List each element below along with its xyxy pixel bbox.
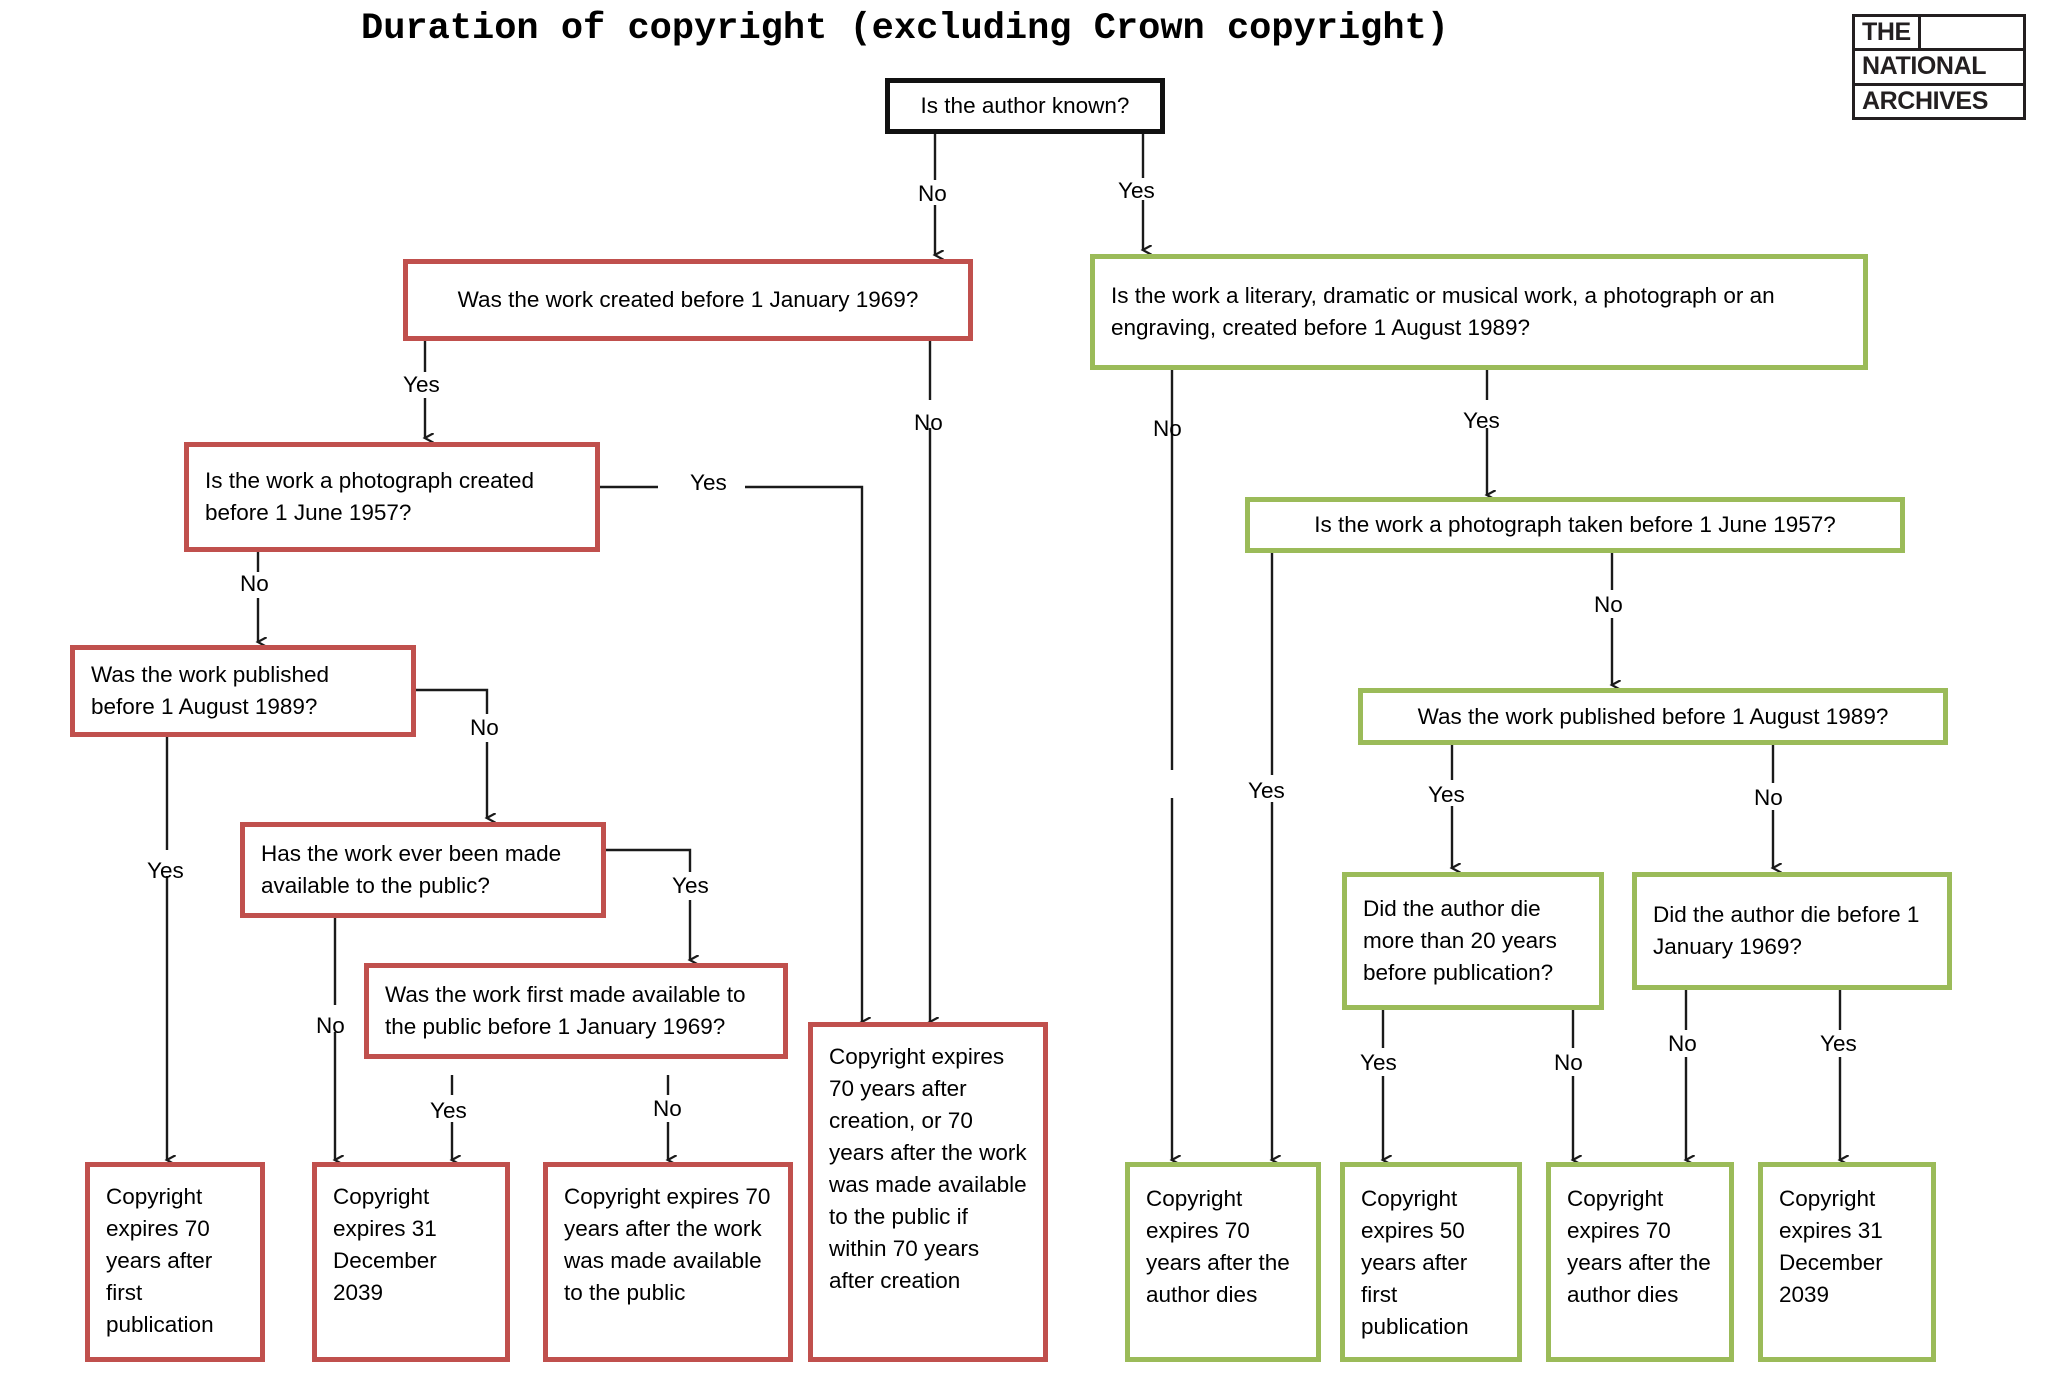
node-label: Did the author die before 1 January 1969… — [1653, 902, 1920, 959]
edge-label-gdie1969-no: No — [1668, 1031, 1697, 1056]
node-label: Copyright expires 50 years after first p… — [1361, 1186, 1469, 1339]
edge-label-everpublic-yes: Yes — [672, 873, 709, 898]
node-label: Copyright expires 70 years after the aut… — [1146, 1186, 1290, 1307]
node-label: Copyright expires 70 years after creatio… — [829, 1044, 1027, 1293]
node-label: Copyright expires 31 December 2039 — [333, 1184, 437, 1305]
node-label: Is the author known? — [920, 93, 1130, 119]
edge-label-gpublished-no: No — [1754, 785, 1783, 810]
node-label: Was the work published before 1 August 1… — [1417, 703, 1889, 729]
node-is-work-photograph-taken-before-1-june-1957[interactable]: Is the work a photograph taken before 1 … — [1245, 497, 1905, 553]
node-is-work-literary-dramatic-musical[interactable]: Is the work a literary, dramatic or musi… — [1090, 254, 1868, 370]
node-outcome-green-70-years-author-dies-a[interactable]: Copyright expires 70 years after the aut… — [1125, 1162, 1321, 1362]
node-outcome-green-31-december-2039[interactable]: Copyright expires 31 December 2039 — [1758, 1162, 1936, 1362]
logo-text-archives: ARCHIVES — [1862, 86, 1988, 115]
node-label: Copyright expires 70 years after the aut… — [1567, 1186, 1711, 1307]
edge-label-everpublic-no: No — [316, 1013, 345, 1038]
node-label: Did the author die more than 20 years be… — [1363, 896, 1557, 985]
edge-label-photo1957-no: No — [240, 571, 269, 596]
node-outcome-red-70-years-first-publication[interactable]: Copyright expires 70 years after first p… — [85, 1162, 265, 1362]
edge-label-literary-no: No — [1153, 416, 1182, 441]
node-outcome-red-70-years-made-available[interactable]: Copyright expires 70 years after the wor… — [543, 1162, 793, 1362]
edge-label-gdie20-no: No — [1554, 1050, 1583, 1075]
edge-label-gdie1969-yes: Yes — [1820, 1031, 1857, 1056]
edge-label-gphoto1957-no: No — [1594, 592, 1623, 617]
edge-label-firstpublic-no: No — [653, 1096, 682, 1121]
node-did-author-die-more-than-20-years-before-publication[interactable]: Did the author die more than 20 years be… — [1342, 872, 1604, 1010]
node-red-was-work-published-before-1-aug-1989[interactable]: Was the work published before 1 August 1… — [70, 645, 416, 737]
logo-blank-cell — [1917, 17, 2023, 49]
node-did-author-die-before-1-jan-1969[interactable]: Did the author die before 1 January 1969… — [1632, 872, 1952, 990]
node-was-work-first-made-available-before-1-jan-1969[interactable]: Was the work first made available to the… — [364, 963, 788, 1059]
edge-label-start-yes: Yes — [1118, 178, 1155, 203]
logo-row-2: NATIONAL — [1852, 48, 2026, 83]
logo-text-the: THE — [1862, 18, 1911, 46]
node-label: Is the work a photograph created before … — [205, 468, 534, 525]
node-label: Is the work a photograph taken before 1 … — [1314, 512, 1836, 538]
edge-label-photo1957-yes: Yes — [690, 470, 727, 495]
node-outcome-red-31-december-2039[interactable]: Copyright expires 31 December 2039 — [312, 1162, 510, 1362]
node-label: Copyright expires 70 years after the wor… — [564, 1184, 771, 1305]
edge-label-start-no: No — [918, 181, 947, 206]
edge-label-gdie20-yes: Yes — [1360, 1050, 1397, 1075]
node-is-the-author-known[interactable]: Is the author known? — [885, 78, 1165, 134]
node-label: Copyright expires 31 December 2039 — [1779, 1186, 1883, 1307]
edge-label-gpublished-yes: Yes — [1428, 782, 1465, 807]
node-outcome-green-70-years-author-dies-b[interactable]: Copyright expires 70 years after the aut… — [1546, 1162, 1734, 1362]
node-outcome-red-70-years-after-creation[interactable]: Copyright expires 70 years after creatio… — [808, 1022, 1048, 1362]
logo-text-national: NATIONAL — [1862, 52, 1987, 81]
node-label: Was the work first made available to the… — [385, 982, 746, 1039]
node-label: Copyright expires 70 years after first p… — [106, 1184, 214, 1337]
logo-row-3: ARCHIVES — [1852, 82, 2026, 120]
national-archives-logo: THE NATIONAL ARCHIVES — [1852, 14, 2026, 120]
edge-label-published1989-yes: Yes — [147, 858, 184, 883]
node-label: Has the work ever been made available to… — [261, 841, 562, 898]
page-title: Duration of copyright (excluding Crown c… — [361, 8, 1449, 50]
node-outcome-green-50-years-first-publication[interactable]: Copyright expires 50 years after first p… — [1340, 1162, 1522, 1362]
edge-label-created1969-yes: Yes — [403, 372, 440, 397]
node-label: Is the work a literary, dramatic or musi… — [1111, 283, 1775, 340]
edge-label-published1989-no: No — [470, 715, 499, 740]
node-label: Was the work created before 1 January 19… — [457, 287, 919, 313]
edge-label-firstpublic-yes: Yes — [430, 1098, 467, 1123]
node-label: Was the work published before 1 August 1… — [91, 662, 330, 719]
edge-label-gphoto1957-yes: Yes — [1248, 778, 1285, 803]
edge-label-created1969-no: No — [914, 410, 943, 435]
node-was-work-created-before-1-jan-1969[interactable]: Was the work created before 1 January 19… — [403, 259, 973, 341]
node-has-work-ever-been-made-available[interactable]: Has the work ever been made available to… — [240, 822, 606, 918]
edge-label-literary-yes: Yes — [1463, 408, 1500, 433]
logo-row-1: THE — [1852, 14, 2026, 49]
node-green-was-work-published-before-1-aug-1989[interactable]: Was the work published before 1 August 1… — [1358, 688, 1948, 745]
node-is-work-photograph-created-before-1-june-1957[interactable]: Is the work a photograph created before … — [184, 442, 600, 552]
